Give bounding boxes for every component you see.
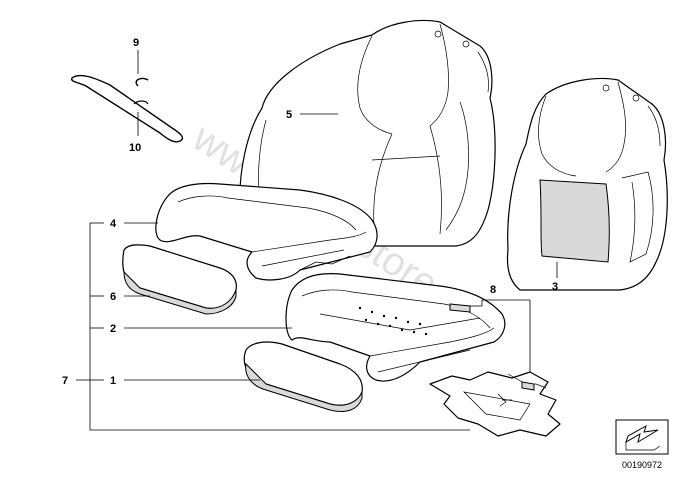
seat-insert-part[interactable] <box>122 244 237 315</box>
callout-1: 1 <box>110 375 116 387</box>
callout-5: 5 <box>286 109 292 121</box>
callout-4: 4 <box>110 218 117 230</box>
callout-10: 10 <box>129 142 141 154</box>
diagram-number: 00190972 <box>622 460 662 470</box>
arrow-box-icon <box>615 419 669 455</box>
frame-holes-detail <box>358 306 428 336</box>
callout-8: 8 <box>490 284 496 296</box>
leader-lines <box>76 50 558 431</box>
callout-6: 6 <box>110 291 116 303</box>
wire-hook-part[interactable] <box>70 74 184 143</box>
heating-mat-part[interactable] <box>429 371 561 437</box>
callout-3: 3 <box>552 281 558 293</box>
seat-base-part[interactable] <box>285 273 506 382</box>
backrest-pad-part[interactable] <box>506 77 668 291</box>
seat-pad-part[interactable] <box>243 341 363 412</box>
callout-2: 2 <box>110 323 116 335</box>
seat-cover-part[interactable] <box>155 182 378 281</box>
callout-7: 7 <box>62 375 68 387</box>
callout-9: 9 <box>133 37 139 49</box>
